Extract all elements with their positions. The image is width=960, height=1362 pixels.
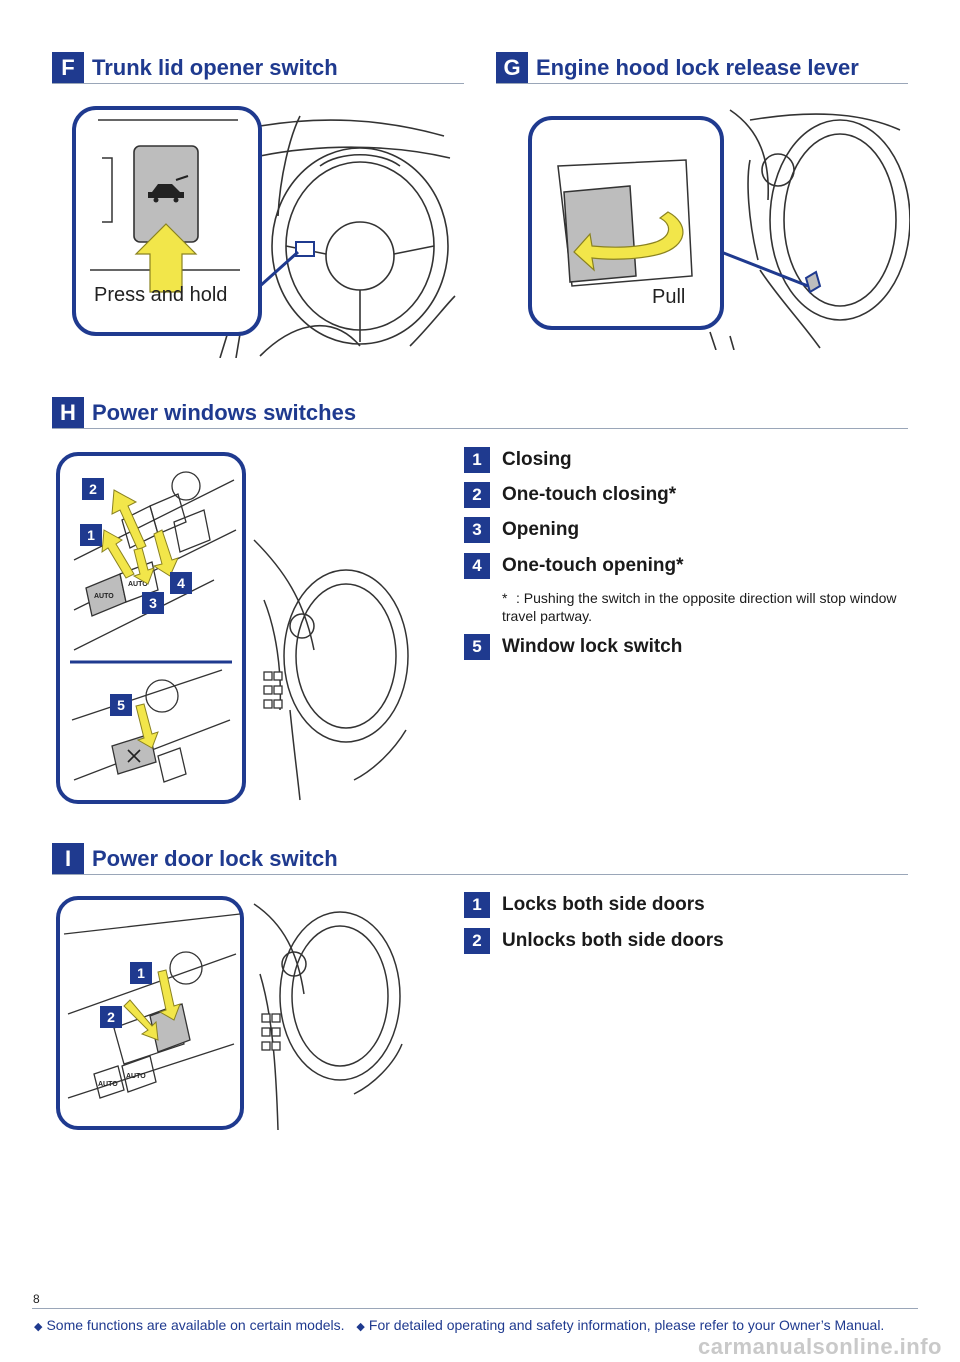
diamond-bullet-icon: ◆ bbox=[356, 1321, 365, 1333]
callout-number-2: 2 bbox=[100, 1006, 122, 1028]
callout-number-2: 2 bbox=[82, 478, 104, 500]
auto-switch-label-2: AUTO bbox=[128, 581, 148, 588]
list-item: 3 Opening bbox=[464, 517, 579, 543]
list-item: 2 Unlocks both side doors bbox=[464, 928, 724, 954]
section-i-title: Power door lock switch bbox=[92, 845, 338, 871]
section-f-header: F Trunk lid opener switch bbox=[52, 52, 464, 84]
item-number: 1 bbox=[464, 447, 490, 473]
item-number: 2 bbox=[464, 482, 490, 508]
item-label: One-touch opening* bbox=[502, 555, 684, 576]
item-label: Unlocks both side doors bbox=[502, 930, 724, 951]
section-i-header: I Power door lock switch bbox=[52, 843, 908, 875]
item-label: Window lock switch bbox=[502, 636, 683, 657]
callout-number-1: 1 bbox=[130, 962, 152, 984]
section-g-header: G Engine hood lock release lever bbox=[496, 52, 908, 84]
auto-switch-label-3: AUTO bbox=[98, 1081, 118, 1088]
power-window-illustration: AUTO AUTO 2 1 4 3 5 bbox=[54, 450, 414, 806]
auto-switch-label-4: AUTO bbox=[126, 1073, 146, 1080]
auto-switch-label-1: AUTO bbox=[94, 593, 114, 600]
footer-text-1: Some functions are available on certain … bbox=[46, 1317, 345, 1333]
footnote-mark: * bbox=[502, 590, 508, 606]
section-g-title: Engine hood lock release lever bbox=[536, 54, 859, 80]
section-i-letter: I bbox=[52, 843, 84, 874]
list-item: 1 Locks both side doors bbox=[464, 892, 705, 918]
item-number: 4 bbox=[464, 553, 490, 579]
press-and-hold-label: Press and hold bbox=[94, 284, 228, 306]
footnote: *: Pushing the switch in the opposite di… bbox=[502, 589, 902, 625]
item-number: 2 bbox=[464, 928, 490, 954]
diamond-bullet-icon: ◆ bbox=[34, 1321, 43, 1333]
item-label: One-touch closing* bbox=[502, 484, 677, 505]
callout-number-3: 3 bbox=[142, 592, 164, 614]
trunk-opener-illustration: Press and hold bbox=[60, 96, 460, 358]
list-item: 5 Window lock switch bbox=[464, 634, 682, 660]
item-label: Closing bbox=[502, 449, 572, 470]
footnote-text: : Pushing the switch in the opposite dir… bbox=[502, 590, 897, 624]
pull-label: Pull bbox=[652, 286, 686, 308]
item-label: Opening bbox=[502, 519, 580, 540]
section-h-title: Power windows switches bbox=[92, 399, 357, 425]
page-number: 8 bbox=[33, 1292, 40, 1306]
section-f-title: Trunk lid opener switch bbox=[92, 54, 338, 80]
door-lock-illustration: AUTO AUTO 1 2 bbox=[54, 894, 404, 1132]
list-item: 1 Closing bbox=[464, 447, 572, 473]
callout-number-5: 5 bbox=[110, 694, 132, 716]
item-number: 5 bbox=[464, 634, 490, 660]
section-g-letter: G bbox=[496, 52, 528, 83]
callout-number-1: 1 bbox=[80, 524, 102, 546]
footer-notice: ◆Some functions are available on certain… bbox=[32, 1308, 918, 1333]
item-number: 3 bbox=[464, 517, 490, 543]
section-f-letter: F bbox=[52, 52, 84, 83]
section-h-letter: H bbox=[52, 397, 84, 428]
callout-number-4: 4 bbox=[170, 572, 192, 594]
section-h-header: H Power windows switches bbox=[52, 397, 908, 429]
hood-release-illustration: Pull bbox=[520, 100, 910, 350]
footer-text-2: For detailed operating and safety inform… bbox=[368, 1317, 885, 1333]
list-item: 2 One-touch closing* bbox=[464, 482, 676, 508]
watermark: carmanualsonline.info bbox=[698, 1334, 942, 1359]
list-item: 4 One-touch opening* bbox=[464, 553, 684, 579]
item-label: Locks both side doors bbox=[502, 894, 705, 915]
item-number: 1 bbox=[464, 892, 490, 918]
